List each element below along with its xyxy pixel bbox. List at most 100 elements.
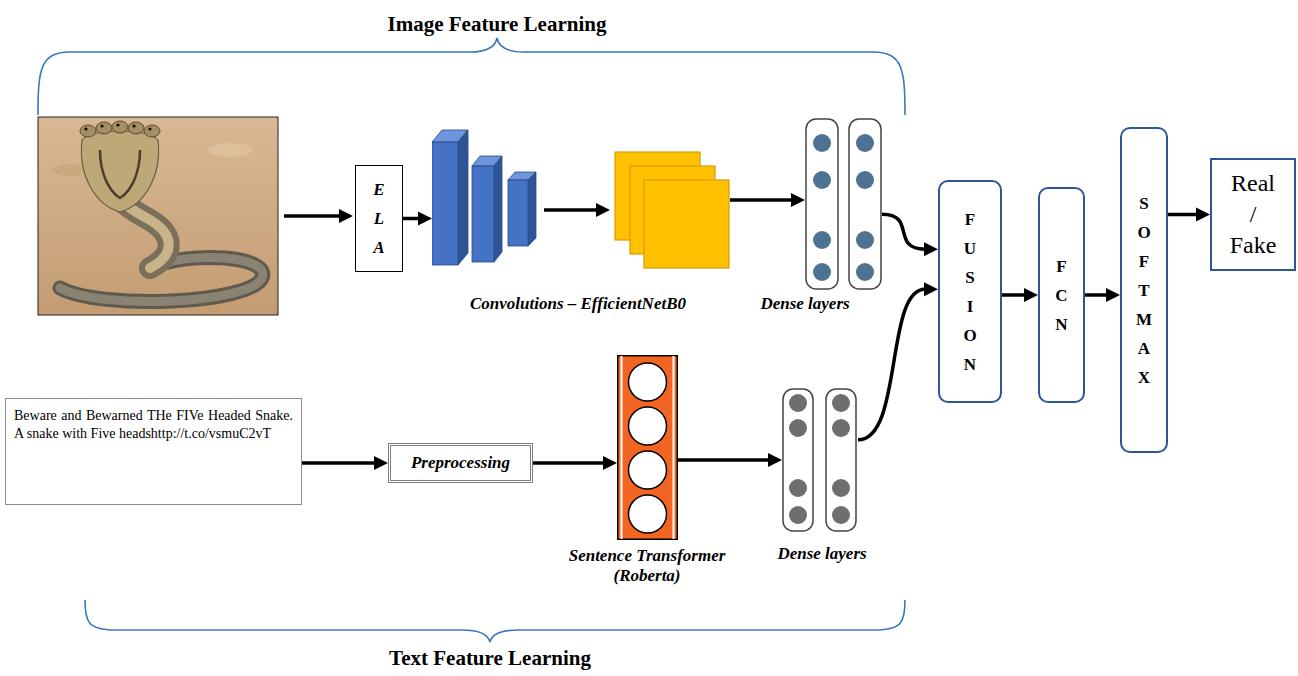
arrow-head: [1024, 288, 1038, 302]
group-bracket: [85, 600, 905, 642]
flow-arrow: [1002, 288, 1038, 302]
fusion-box: F U S I O N: [938, 180, 1002, 403]
dense-layer-figure: [782, 388, 858, 532]
snake-photo: [84, 127, 87, 130]
box-text: Beware and Bewarned THe FIVe Headed Snak…: [14, 407, 293, 443]
output-box: Real / Fake: [1210, 158, 1296, 271]
dense-layer-figure: [849, 119, 881, 289]
arrow-line: [403, 217, 419, 221]
preprocessing-box: Preprocessing: [388, 443, 533, 483]
fcn-box: F C N: [1038, 187, 1085, 403]
arrow-line: [678, 458, 769, 462]
flow-arrow: [678, 453, 782, 467]
snake-photo: [208, 143, 252, 157]
input-arrow: [339, 209, 353, 223]
dense-layer-figure: [826, 389, 856, 531]
tweet-text-box: Beware and Bewarned THe FIVe Headed Snak…: [5, 398, 302, 505]
snake-photo: [148, 127, 151, 130]
convolution-figure: [432, 128, 730, 272]
arrow-line: [302, 461, 375, 465]
dense-layers: Dense layers: [805, 118, 882, 290]
arrow-head: [418, 212, 432, 226]
dense-layer-figure: [789, 506, 807, 524]
arrow-head: [603, 456, 617, 470]
dense-layer-figure: [813, 134, 831, 152]
dense-layer-figure: [789, 419, 807, 437]
dense-layer-figure: [856, 263, 874, 281]
dense-layer-figure: [856, 231, 874, 249]
flow-arrow: [1085, 288, 1120, 302]
arrow-head: [924, 242, 938, 256]
box-text: F C N: [1055, 252, 1067, 339]
transformer-figure: [629, 407, 667, 445]
flow-arrow: [730, 193, 805, 207]
dense-layer-figure: [789, 479, 807, 497]
arrow-line: [858, 289, 925, 440]
convolution-block: Convolutions – EfficientNetB0: [432, 128, 730, 272]
dense-layer-figure: [813, 263, 831, 281]
figure-label: Dense layers: [760, 294, 849, 314]
snake-photo: [100, 124, 103, 127]
input-arrow: [284, 214, 340, 218]
dense-layer-figure: [813, 231, 831, 249]
dense-layer-figure: [832, 479, 850, 497]
dense-layer-figure: [813, 171, 831, 189]
figure-label: Sentence Transformer (Roberta): [542, 546, 752, 586]
transformer-figure: [629, 495, 667, 533]
flow-arrow: [858, 282, 938, 440]
box-text: S O F T M A X: [1136, 189, 1152, 392]
snake-photo: [96, 122, 112, 134]
dense-layers: Dense layers: [782, 388, 858, 532]
snake-photo: [80, 125, 96, 137]
convolution-figure: [458, 130, 468, 265]
arrow-line: [1085, 293, 1107, 297]
transformer-figure: [621, 356, 623, 539]
arrow-head: [768, 453, 782, 467]
arrow-line: [533, 461, 604, 465]
input-arrow: [284, 209, 353, 223]
dense-layer-figure: [856, 171, 874, 189]
convolution-figure: [644, 180, 729, 268]
dense-layer-figure: [832, 394, 850, 412]
transformer-figure: [629, 363, 667, 401]
snake-photo: [144, 125, 160, 137]
softmax-box: S O F T M A X: [1120, 127, 1168, 453]
arrow-line: [730, 198, 792, 202]
arrow-head: [1196, 208, 1210, 222]
convolution-figure: [596, 203, 610, 217]
group-bracket: [38, 38, 905, 115]
figure-label: Convolutions – EfficientNetB0: [470, 294, 686, 314]
box-text: F U S I O N: [963, 205, 976, 379]
figure-label: Dense layers: [777, 544, 866, 564]
flow-arrow: [403, 212, 432, 226]
snake-photo: [81, 131, 158, 212]
transformer-figure: [673, 356, 675, 539]
flow-arrow: [302, 456, 388, 470]
dense-layer-figure: [806, 119, 838, 289]
dense-layer-figure: [832, 506, 850, 524]
group-label: Image Feature Learning: [388, 12, 607, 36]
flow-arrow: [533, 456, 617, 470]
group-label: Text Feature Learning: [389, 646, 591, 670]
arrow-line: [882, 214, 925, 249]
dense-layer-figure: [789, 394, 807, 412]
snake-photo: [100, 150, 140, 198]
dense-layer-figure: [832, 419, 850, 437]
arrow-head: [374, 456, 388, 470]
box-text: E L A: [373, 175, 384, 262]
arrow-head: [924, 282, 938, 296]
arrow-head: [791, 193, 805, 207]
snake-photo: [132, 124, 135, 127]
snake-photo: [112, 121, 128, 133]
convolution-figure: [472, 166, 494, 262]
box-text: Preprocessing: [411, 453, 510, 473]
flow-arrow: [882, 214, 938, 256]
dense-layer-figure: [856, 134, 874, 152]
ela-box: E L A: [355, 165, 403, 272]
snake-photo: [38, 117, 278, 315]
convolution-figure: [528, 172, 536, 246]
snake-photo: [38, 117, 278, 315]
snake-photo: [116, 123, 119, 126]
